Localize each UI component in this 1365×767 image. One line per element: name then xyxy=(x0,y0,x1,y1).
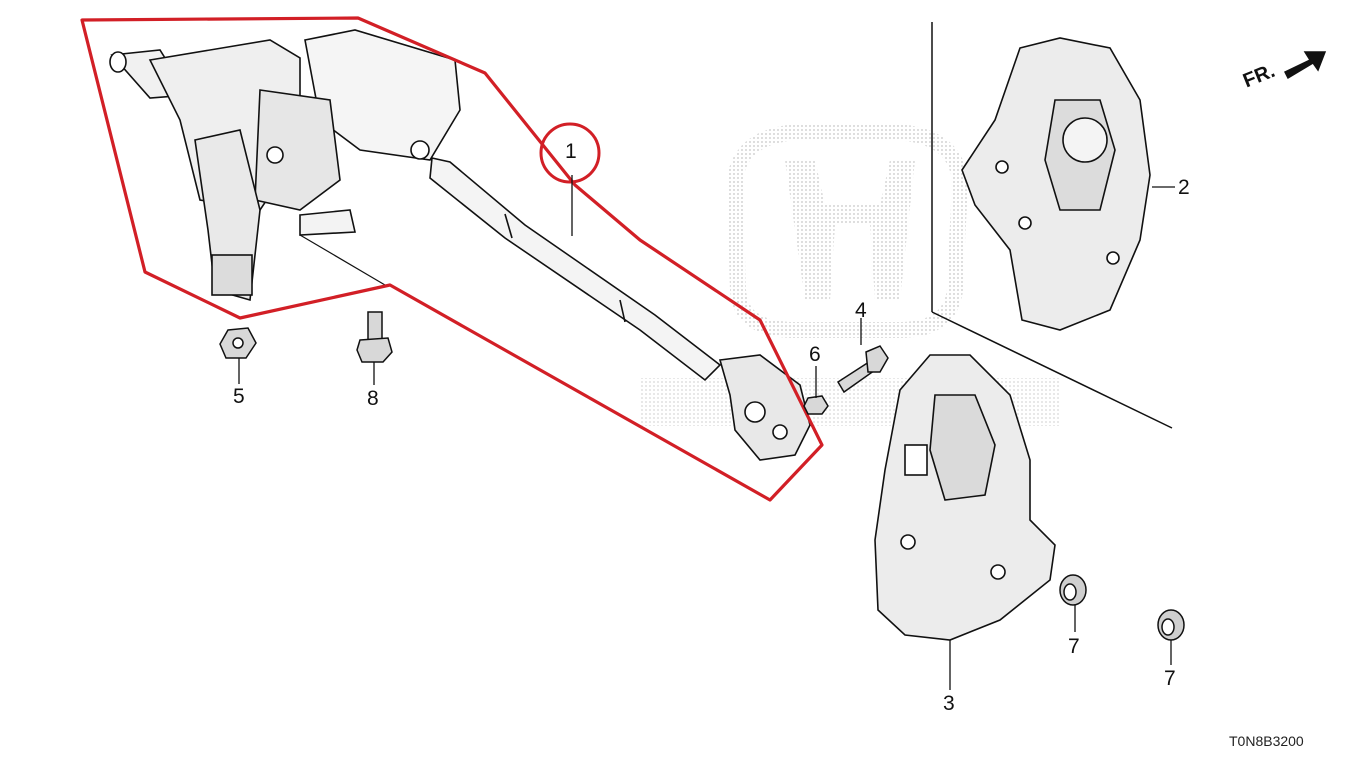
nut-6-icon xyxy=(803,395,829,415)
nut-5-icon xyxy=(219,327,257,359)
part-1-highlight-outline xyxy=(80,16,824,502)
callout-part-7-right: 7 xyxy=(1164,667,1176,690)
callout-part-3: 3 xyxy=(943,692,955,715)
clip-7-right-icon xyxy=(1157,609,1185,641)
diagram-code: T0N8B3200 xyxy=(1229,733,1304,749)
panel-lines xyxy=(931,22,1173,429)
upper-column-cover xyxy=(961,37,1151,331)
bolt-8-icon xyxy=(356,311,393,363)
callout-part-4: 4 xyxy=(855,299,867,322)
callout-part-5: 5 xyxy=(233,385,245,408)
front-direction-arrow-icon xyxy=(1283,51,1327,80)
callout-part-7-left: 7 xyxy=(1068,635,1080,658)
part-1-callout-circle xyxy=(539,122,601,184)
lower-column-cover xyxy=(874,354,1056,641)
clip-7-left-icon xyxy=(1059,574,1087,606)
bolt-4-icon xyxy=(836,345,889,394)
callout-part-2: 2 xyxy=(1178,176,1190,199)
steering-column-assembly xyxy=(109,29,811,461)
callout-leaders xyxy=(238,175,1175,690)
callout-part-1: 1 xyxy=(565,140,577,163)
callout-part-6: 6 xyxy=(809,343,821,366)
callout-part-8: 8 xyxy=(367,387,379,410)
